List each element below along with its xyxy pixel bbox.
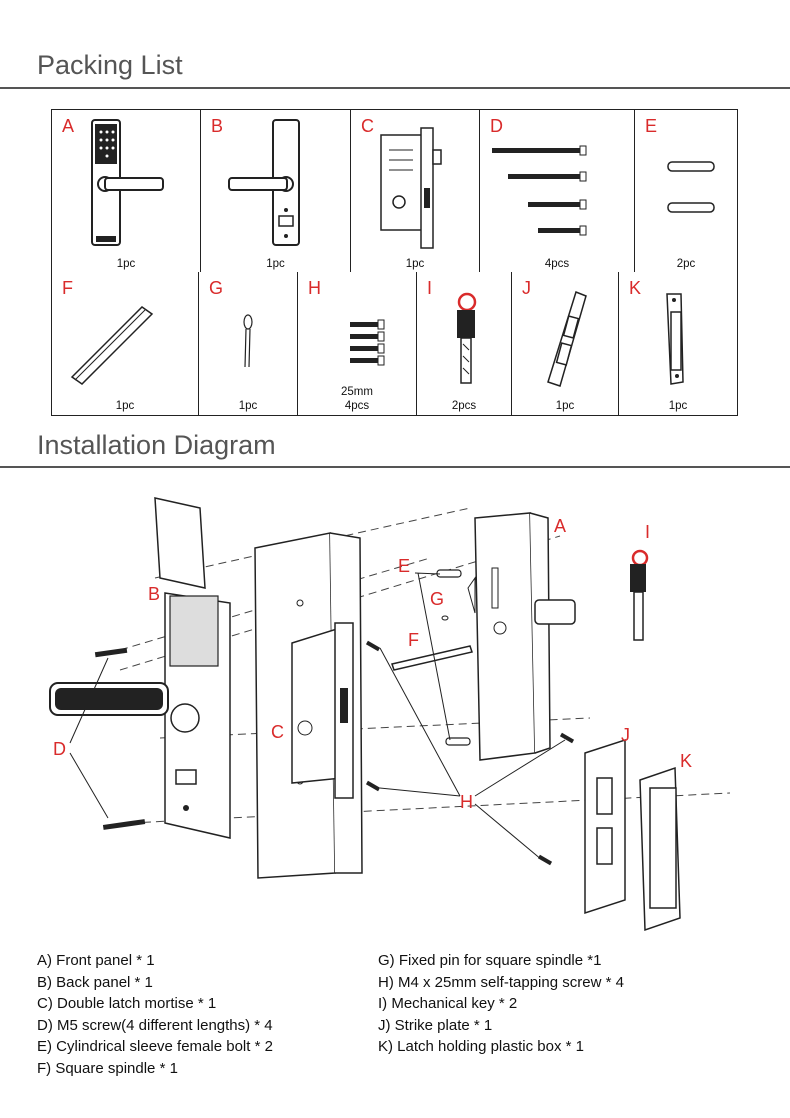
strike-plate-drawing bbox=[584, 738, 626, 915]
sleeve-bolt-top bbox=[436, 569, 462, 578]
packing-grid-row-2: F 1pc G 1pc H 25mm 4pcs I bbox=[51, 272, 738, 416]
item-letter: G bbox=[209, 278, 224, 298]
diagram-label-d: D bbox=[53, 739, 66, 759]
legend-item: G) Fixed pin for square spindle *1 bbox=[378, 952, 602, 969]
latch-box-icon bbox=[666, 293, 684, 385]
item-quantity: 1pc bbox=[405, 258, 425, 270]
item-quantity: 2pc bbox=[676, 258, 696, 270]
packing-list-title: Packing List bbox=[37, 50, 183, 80]
sleeve-bolts-icon bbox=[667, 161, 715, 213]
spindle-drawing bbox=[391, 645, 473, 671]
installation-diagram-title: Installation Diagram bbox=[37, 430, 276, 460]
item-quantity: 1pc bbox=[115, 400, 135, 412]
back-panel-icon bbox=[228, 119, 300, 246]
item-size: 25mm bbox=[341, 386, 373, 398]
mortise-icon bbox=[380, 127, 442, 249]
packing-item-mortise: C 1pc bbox=[351, 110, 480, 273]
legend-item: J) Strike plate * 1 bbox=[378, 1016, 493, 1034]
legend-item: F) Square spindle * 1 bbox=[37, 1059, 178, 1077]
diagram-label-f: F bbox=[408, 630, 419, 650]
item-quantity: 1pc bbox=[668, 400, 688, 412]
packing-item-strike-plate: J 1pc bbox=[512, 272, 619, 415]
sleeve-bolt-bottom bbox=[445, 737, 471, 746]
legend-item: B) Back panel * 1 bbox=[37, 973, 153, 991]
packing-item-fixed-pin: G 1pc bbox=[199, 272, 298, 415]
diagram-label-c: C bbox=[271, 722, 284, 742]
fixed-pin-icon bbox=[243, 314, 253, 368]
legend-item: E) Cylindrical sleeve female bolt * 2 bbox=[37, 1038, 273, 1055]
legend-right-column: G) Fixed pin for square spindle *1 H) M4… bbox=[378, 950, 624, 1058]
back-panel-cover bbox=[154, 497, 206, 589]
front-panel-drawing bbox=[467, 512, 576, 761]
item-quantity: 4pcs bbox=[544, 258, 570, 270]
mechanical-key-icon bbox=[457, 292, 477, 384]
tapping-screw-drawings bbox=[365, 640, 575, 866]
item-letter: J bbox=[522, 278, 531, 298]
legend-item: A) Front panel * 1 bbox=[37, 952, 155, 969]
installation-diagram bbox=[49, 497, 731, 932]
diagram-label-j: J bbox=[621, 725, 630, 745]
legend-item: C) Double latch mortise * 1 bbox=[37, 995, 217, 1012]
square-spindle-icon bbox=[70, 306, 154, 385]
item-quantity: 2pcs bbox=[451, 400, 477, 412]
diagram-label-k: K bbox=[680, 751, 693, 771]
item-quantity: 1pc bbox=[266, 258, 285, 270]
legend-left-column: A) Front panel * 1 B) Back panel * 1 C) … bbox=[37, 950, 273, 1079]
legend-item: H) M4 x 25mm self-tapping screw * 4 bbox=[378, 973, 624, 991]
item-quantity: 4pcs bbox=[344, 400, 370, 412]
legend-item: K) Latch holding plastic box * 1 bbox=[378, 1038, 584, 1055]
item-letter: I bbox=[427, 278, 433, 298]
strike-plate-icon bbox=[547, 291, 587, 387]
item-quantity: 1pc bbox=[116, 258, 136, 270]
m5-screw-drawings bbox=[94, 647, 146, 830]
legend-item: I) Mechanical key * 2 bbox=[378, 995, 518, 1012]
packing-list-divider bbox=[0, 87, 790, 89]
item-letter: A bbox=[62, 116, 75, 136]
tapping-screws-icon bbox=[350, 319, 385, 366]
item-letter: D bbox=[490, 116, 503, 136]
front-panel-icon bbox=[91, 119, 164, 246]
diagram-label-i: I bbox=[645, 522, 651, 542]
diagram-label-a: A bbox=[554, 516, 567, 536]
fixed-pin-drawing bbox=[441, 615, 449, 621]
item-letter: C bbox=[361, 116, 374, 136]
item-letter: E bbox=[645, 116, 658, 136]
packing-item-tapping-screws: H 25mm 4pcs bbox=[298, 272, 417, 415]
item-letter: K bbox=[629, 278, 642, 298]
latch-box-drawing bbox=[639, 766, 681, 932]
installation-diagram-divider bbox=[0, 466, 790, 468]
back-panel-drawing bbox=[49, 592, 231, 839]
diagram-label-b: B bbox=[148, 584, 161, 604]
item-quantity: 1pc bbox=[238, 400, 258, 412]
diagram-label-e: E bbox=[398, 556, 411, 576]
packing-item-back-panel: B 1pc bbox=[201, 110, 351, 273]
diagram-label-g: G bbox=[430, 589, 445, 609]
mortise-drawing bbox=[291, 622, 354, 799]
packing-item-m5-screws: D 4pcs bbox=[480, 110, 635, 273]
packing-grid-row-1: A 1pc B 1pc C bbox=[51, 109, 738, 274]
legend-item: D) M5 screw(4 different lengths) * 4 bbox=[37, 1016, 273, 1034]
diagram-label-h: H bbox=[460, 792, 473, 812]
mechanical-key-drawing bbox=[630, 549, 649, 641]
packing-item-square-spindle: F 1pc bbox=[52, 272, 199, 415]
m5-screws-icon bbox=[492, 145, 587, 236]
packing-item-front-panel: A 1pc bbox=[52, 110, 201, 273]
item-letter: F bbox=[62, 278, 73, 298]
item-letter: B bbox=[211, 116, 224, 136]
item-letter: H bbox=[308, 278, 321, 298]
packing-item-latch-box: K 1pc bbox=[619, 272, 737, 415]
item-quantity: 1pc bbox=[555, 400, 575, 412]
packing-item-mechanical-key: I 2pcs bbox=[417, 272, 512, 415]
packing-item-sleeve-bolts: E 2pc bbox=[635, 110, 737, 273]
